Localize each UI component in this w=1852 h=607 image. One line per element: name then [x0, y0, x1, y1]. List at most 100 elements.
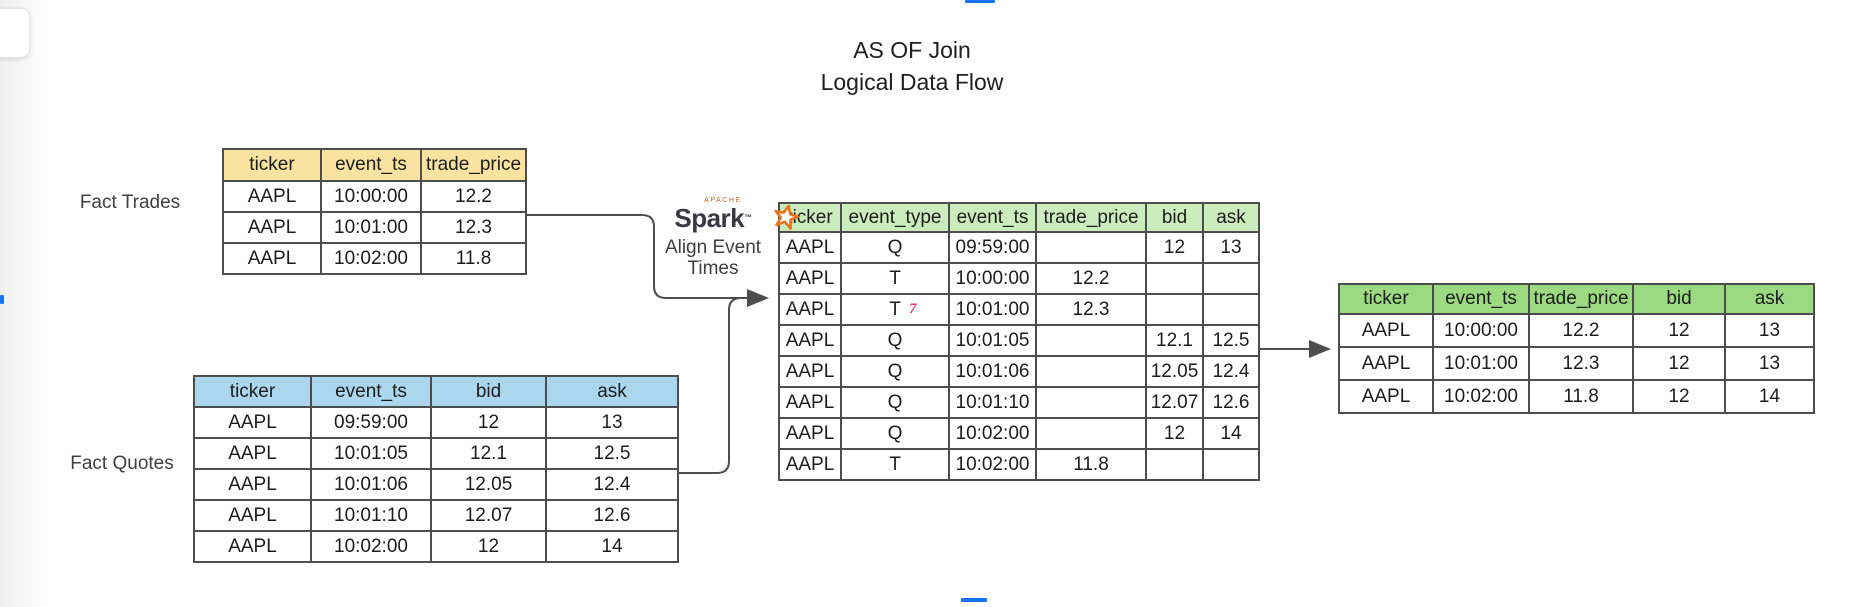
table-cell: 12	[1145, 231, 1204, 264]
table-cell: AAPL	[778, 355, 842, 388]
table-cell: AAPL	[193, 437, 312, 470]
fact-trades-label: Fact Trades	[79, 192, 181, 213]
table-cell: 12.1	[430, 437, 547, 470]
table-cell: 10:01:05	[310, 437, 432, 470]
table-cell: AAPL	[778, 417, 842, 450]
column-header: ticker	[1338, 283, 1434, 315]
table-cell: 13	[1724, 346, 1815, 381]
fact-quotes-label: Fact Quotes	[70, 453, 174, 474]
spark-trademark: ™	[744, 213, 752, 222]
column-header: trade_price	[1528, 283, 1634, 315]
column-header: ticker	[222, 148, 322, 182]
column-header: ask	[1202, 202, 1260, 233]
table-cell	[1035, 231, 1147, 264]
table-cell: 12.2	[420, 180, 527, 213]
table-cell: AAPL	[1338, 379, 1434, 414]
table-cell: 10:02:00	[1432, 379, 1530, 414]
table-cell	[1035, 386, 1147, 419]
table-cell: 12.6	[1202, 386, 1260, 419]
column-header: event_ts	[1432, 283, 1530, 315]
column-header: trade_price	[420, 148, 527, 182]
table-cell: Q	[840, 355, 950, 388]
spark-caption-line-2: Times	[687, 258, 739, 279]
column-header: event_ts	[310, 375, 432, 408]
title-line-2: Logical Data Flow	[820, 69, 1004, 95]
table-cell: 10:01:05	[948, 324, 1037, 357]
table-cell	[1145, 293, 1204, 326]
column-header: ticker	[193, 375, 312, 408]
table-cell: Q	[840, 386, 950, 419]
table-cell: Q	[840, 324, 950, 357]
table-cell: 12	[430, 406, 547, 439]
table-cell: 10:02:00	[310, 530, 432, 563]
table-cell	[1145, 448, 1204, 481]
table-cell: AAPL	[778, 262, 842, 295]
table-cell: 10:02:00	[320, 242, 422, 275]
table-cell: 10:01:10	[948, 386, 1037, 419]
table-cell: AAPL	[1338, 313, 1434, 348]
table-cell: T	[840, 293, 950, 326]
table-cell: AAPL	[193, 530, 312, 563]
table-cell	[1145, 262, 1204, 295]
table-cell: 12.5	[545, 437, 679, 470]
table-cell: 12.1	[1145, 324, 1204, 357]
table-cell: 12.07	[1145, 386, 1204, 419]
table-cell: 14	[1202, 417, 1260, 450]
table-cell: 12.3	[420, 211, 527, 244]
table-cell: 09:59:00	[310, 406, 432, 439]
table-cell: 10:00:00	[948, 262, 1037, 295]
table-cell: AAPL	[778, 324, 842, 357]
table-cell: 10:00:00	[320, 180, 422, 213]
table-cell: 10:01:10	[310, 499, 432, 532]
table-cell: T	[840, 448, 950, 481]
table-cell: 12.6	[545, 499, 679, 532]
table-cell: 12.2	[1528, 313, 1634, 348]
table-cell: 11.8	[1528, 379, 1634, 414]
column-header: trade_price	[1035, 202, 1147, 233]
table-cell: 12.4	[545, 468, 679, 501]
column-header: bid	[1632, 283, 1726, 315]
table-cell: AAPL	[222, 242, 322, 275]
table-cell: 10:01:00	[1432, 346, 1530, 381]
table-cell: 10:01:00	[320, 211, 422, 244]
table-cell: 12.3	[1035, 293, 1147, 326]
viewport-marker-top	[965, 0, 995, 3]
page-title: AS OF Join Logical Data Flow	[712, 34, 1112, 98]
spark-logo: Spark™	[674, 204, 800, 231]
spark-star-icon	[774, 204, 800, 230]
apache-label: APACHE	[704, 197, 742, 204]
table-cell: 13	[545, 406, 679, 439]
table-cell: 10:01:06	[310, 468, 432, 501]
canvas-corner-panel	[0, 8, 30, 58]
table-cell: 12	[1632, 313, 1726, 348]
table-cell: 12	[1632, 346, 1726, 381]
table-cell: 12.5	[1202, 324, 1260, 357]
arrow-quotes-to-aligned	[677, 297, 754, 474]
viewport-marker-bottom	[961, 598, 987, 602]
table-cell	[1035, 355, 1147, 388]
title-line-1: AS OF Join	[853, 37, 971, 63]
table-cell: AAPL	[193, 406, 312, 439]
table-cell: 10:01:00	[948, 293, 1037, 326]
table-cell: 13	[1202, 231, 1260, 264]
table-cell: AAPL	[778, 448, 842, 481]
viewport-marker-left	[0, 295, 4, 304]
column-header: event_ts	[948, 202, 1037, 233]
